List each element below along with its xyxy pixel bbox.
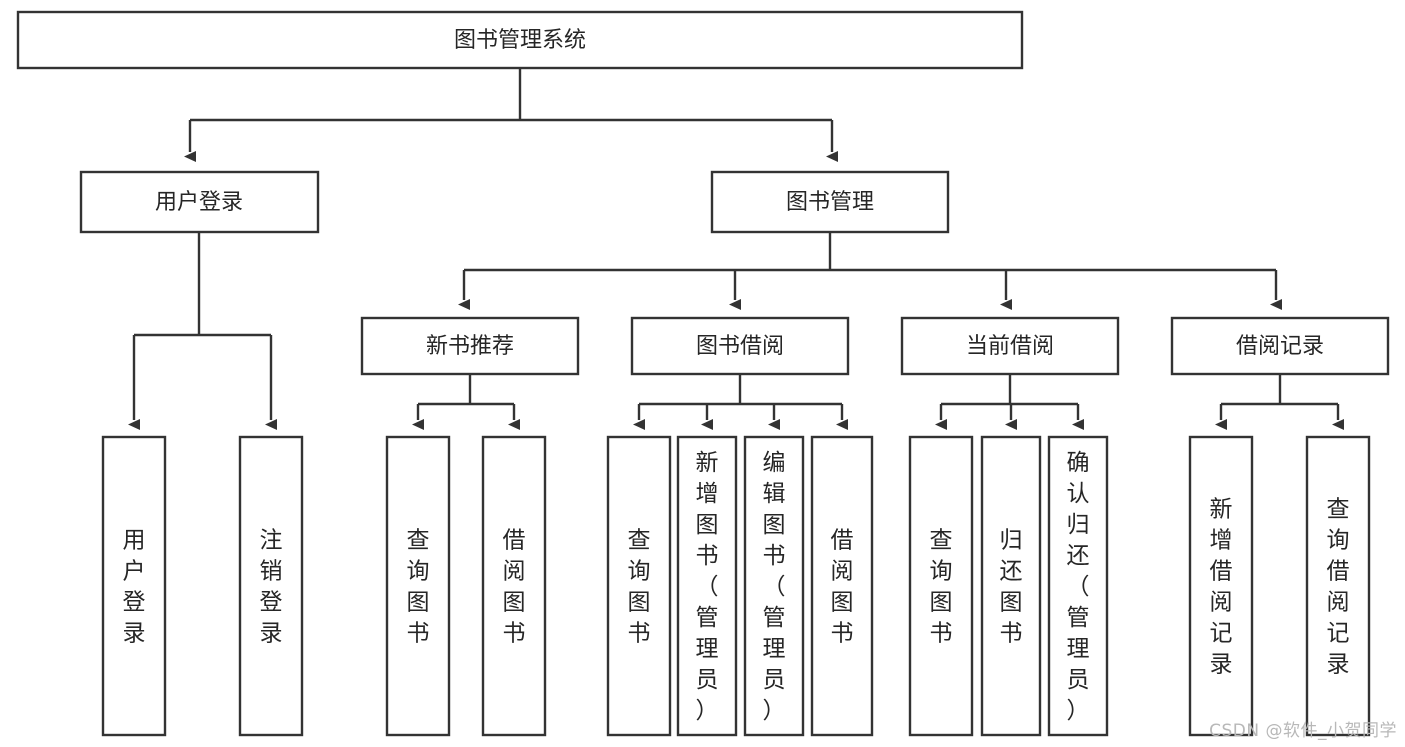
- connector-group-book-borrow: [633, 374, 848, 430]
- leaf-node[interactable]: 查询图书: [606, 435, 672, 737]
- leaf-node-label: 新增借阅记录: [1210, 497, 1233, 678]
- node-book-borrow-box[interactable]: [630, 316, 850, 376]
- leaf-node[interactable]: 注销登录: [238, 435, 304, 737]
- leaf-node[interactable]: 查询图书: [385, 435, 451, 737]
- leaf-node[interactable]: 借阅图书: [481, 435, 547, 737]
- leaf-node-label: 新增图书（管理员）: [696, 450, 719, 724]
- connector-group-user-login: [128, 232, 277, 430]
- node-current-borrow-label: 当前借阅: [966, 334, 1054, 359]
- node-root[interactable]: 图书管理系统: [16, 10, 1024, 70]
- leaf-node-label: 归还图书: [1000, 528, 1023, 647]
- leaf-node[interactable]: 归还图书: [980, 435, 1042, 737]
- node-borrow-record-box[interactable]: [1170, 316, 1390, 376]
- leaf-node-box[interactable]: [676, 435, 738, 737]
- node-root-box[interactable]: [16, 10, 1024, 70]
- node-book-manage-label: 图书管理: [786, 190, 874, 215]
- node-current-borrow-box[interactable]: [900, 316, 1120, 376]
- node-new-book-rec[interactable]: 新书推荐: [360, 316, 580, 376]
- leaf-node[interactable]: 用户登录: [101, 435, 167, 737]
- connector-group-borrow-record: [1215, 374, 1344, 430]
- leaf-node-box[interactable]: [481, 435, 547, 737]
- leaf-node-box[interactable]: [908, 435, 974, 737]
- leaf-node-box[interactable]: [1188, 435, 1254, 737]
- leaf-node-label: 查询图书: [628, 528, 651, 647]
- node-book-manage-box[interactable]: [710, 170, 950, 234]
- node-user-login-box[interactable]: [79, 170, 320, 234]
- leaf-node-label: 编辑图书（管理员）: [763, 450, 786, 724]
- connector-group-current-borrow: [935, 374, 1084, 430]
- node-book-borrow-label: 图书借阅: [696, 334, 784, 359]
- leaf-node-box[interactable]: [385, 435, 451, 737]
- node-borrow-record-label: 借阅记录: [1236, 334, 1324, 359]
- leaf-node-label: 用户登录: [123, 528, 146, 647]
- node-root-label: 图书管理系统: [454, 28, 586, 53]
- leaf-node[interactable]: 借阅图书: [810, 435, 874, 737]
- leaf-node-label: 查询图书: [407, 528, 430, 647]
- node-user-login-label: 用户登录: [155, 190, 243, 215]
- watermark-text: CSDN @软件_小贺同学: [1209, 721, 1397, 741]
- leaf-node-box[interactable]: [743, 435, 805, 737]
- leaf-node-label: 借阅图书: [831, 528, 854, 647]
- leaf-node-box[interactable]: [101, 435, 167, 737]
- leaf-node[interactable]: 新增图书（管理员）: [676, 435, 738, 737]
- node-book-manage[interactable]: 图书管理: [710, 170, 950, 234]
- leaf-node[interactable]: 编辑图书（管理员）: [743, 435, 805, 737]
- leaf-node-layer: 用户登录 注销登录 查询图书 借阅图书 查询图书 新增图书（管理员） 编辑图书（管理员） 借阅…: [101, 435, 1371, 737]
- leaf-node-box[interactable]: [1305, 435, 1371, 737]
- connector-group-root: [184, 68, 838, 162]
- leaf-node[interactable]: 查询图书: [908, 435, 974, 737]
- leaf-node-label: 查询图书: [930, 528, 953, 647]
- node-borrow-record[interactable]: 借阅记录: [1170, 316, 1390, 376]
- leaf-node[interactable]: 查询借阅记录: [1305, 435, 1371, 737]
- leaf-node-label: 查询借阅记录: [1327, 497, 1350, 678]
- leaf-node-box[interactable]: [1047, 435, 1109, 737]
- node-new-book-rec-box[interactable]: [360, 316, 580, 376]
- leaf-node-box[interactable]: [980, 435, 1042, 737]
- leaf-node-box[interactable]: [606, 435, 672, 737]
- leaf-node-label: 借阅图书: [503, 528, 526, 647]
- connector-group-new-book-rec: [412, 374, 520, 430]
- leaf-node-box[interactable]: [238, 435, 304, 737]
- leaf-node-label: 确认归还（管理员）: [1067, 450, 1090, 724]
- leaf-node-box[interactable]: [810, 435, 874, 737]
- node-current-borrow[interactable]: 当前借阅: [900, 316, 1120, 376]
- node-new-book-rec-label: 新书推荐: [426, 334, 514, 359]
- leaf-node[interactable]: 确认归还（管理员）: [1047, 435, 1109, 737]
- connector-group-book-manage: [458, 232, 1282, 310]
- node-user-login[interactable]: 用户登录: [79, 170, 320, 234]
- leaf-node[interactable]: 新增借阅记录: [1188, 435, 1254, 737]
- leaf-node-label: 注销登录: [260, 528, 283, 647]
- node-book-borrow[interactable]: 图书借阅: [630, 316, 850, 376]
